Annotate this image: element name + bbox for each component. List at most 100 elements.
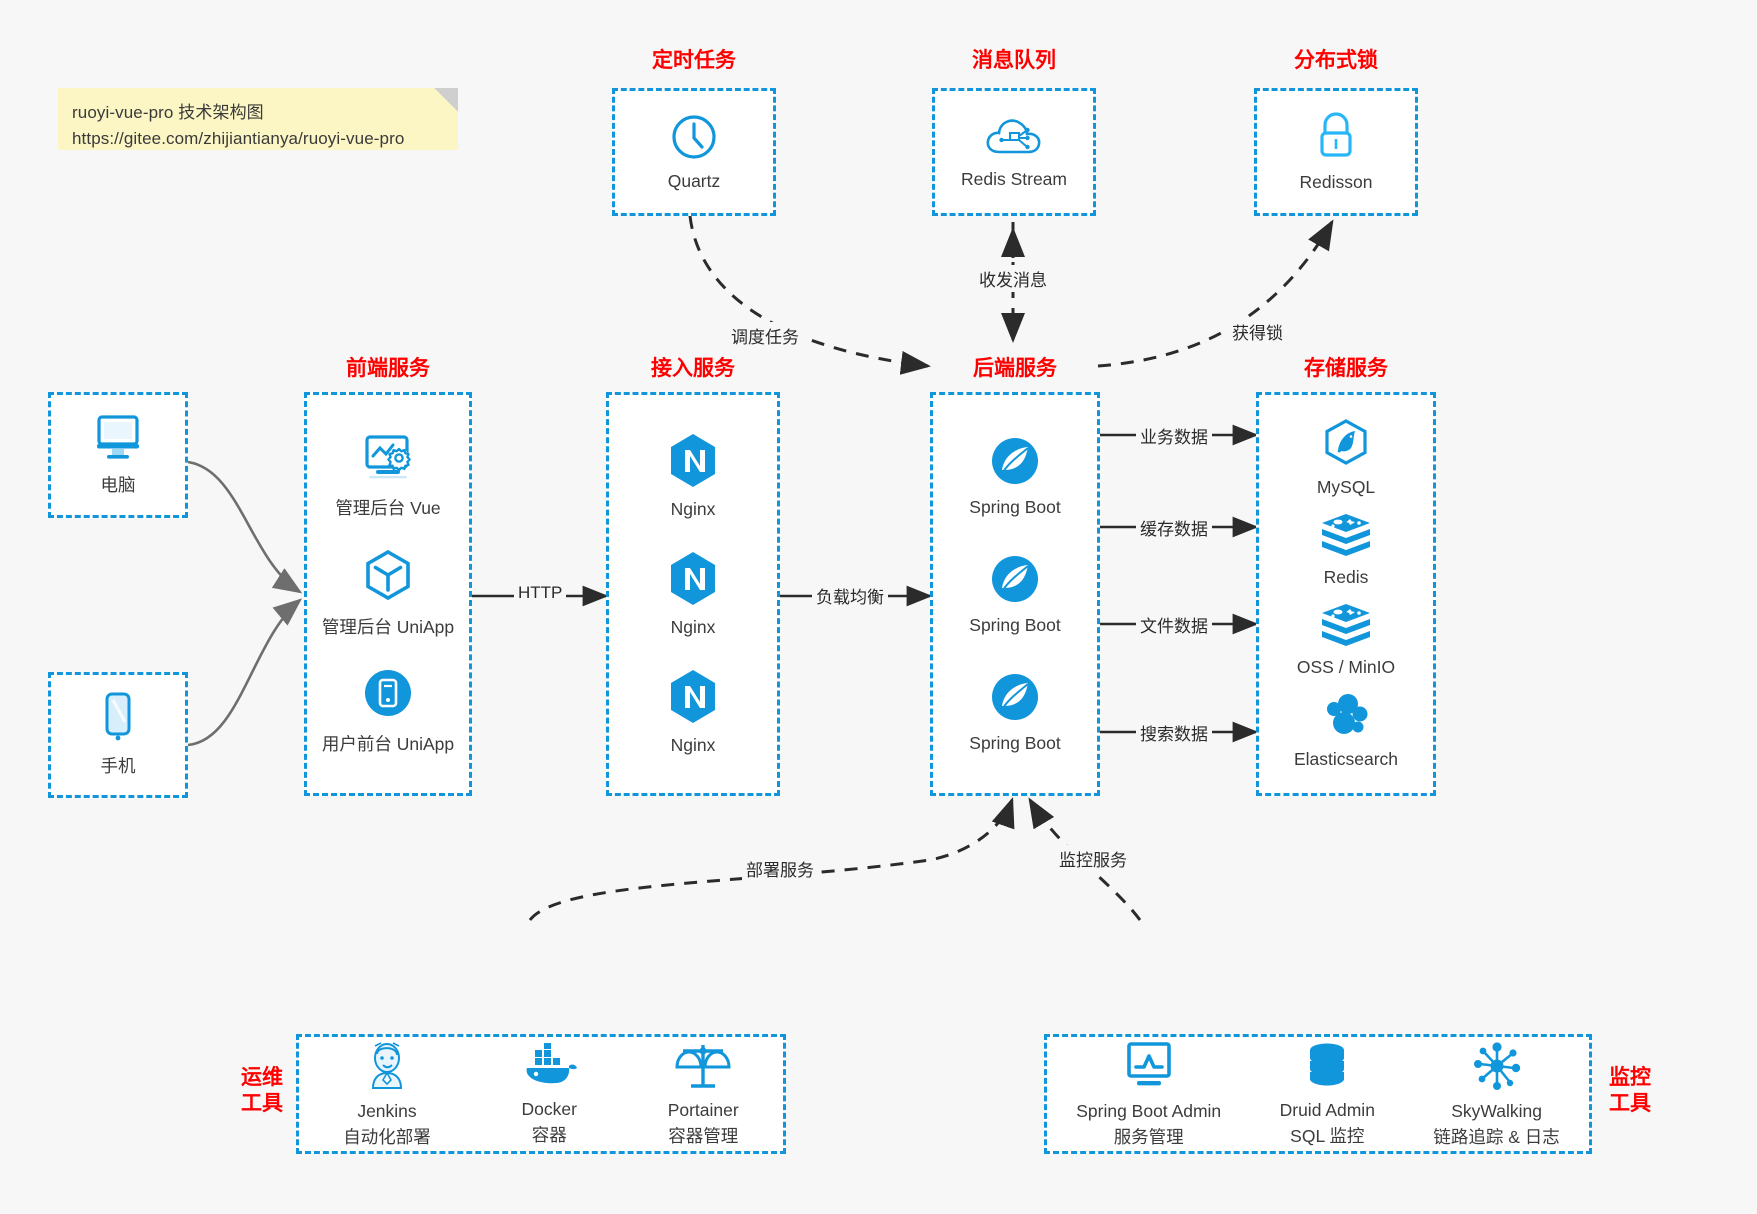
spring-leaf-icon [991, 556, 1038, 602]
desktop-monitor-icon [97, 415, 139, 459]
database-cylinder-icon [1310, 1043, 1345, 1085]
spring-leaf-icon [991, 674, 1038, 720]
node-oss-minio[interactable]: OSS / MinIO [1297, 602, 1395, 678]
node-pc[interactable]: 电脑 [91, 413, 145, 497]
node-jenkins-sub: 自动化部署 [343, 1126, 431, 1147]
nginx-hexagon-icon [671, 552, 715, 605]
device-pc-box[interactable]: 电脑 [48, 392, 188, 518]
node-druid-admin-sub: SQL 监控 [1290, 1125, 1365, 1146]
node-user-uniapp[interactable]: 用户前台 UniApp [322, 668, 454, 756]
hexagon-cube-icon [366, 549, 410, 601]
node-phone-label: 手机 [100, 756, 136, 776]
node-elasticsearch-label: Elasticsearch [1293, 749, 1399, 769]
node-nginx-2[interactable]: Nginx [666, 550, 720, 638]
node-redis[interactable]: Redis [1319, 512, 1373, 588]
node-druid-admin-label: Druid Admin [1279, 1099, 1375, 1120]
node-jenkins-label: Jenkins [357, 1100, 417, 1121]
edge-label-load-balance: 负载均衡 [812, 582, 888, 609]
node-docker-label: Docker [521, 1098, 577, 1119]
node-spring-boot-admin-label: Spring Boot Admin [1076, 1100, 1222, 1121]
group-devops-box[interactable]: Jenkins 自动化部署 Docker 容器 [296, 1034, 786, 1154]
group-label-monitor-line1: 监控 [1609, 1066, 1651, 1089]
node-nginx-3-label: Nginx [670, 735, 716, 755]
clock-icon [672, 115, 716, 159]
node-user-uniapp-label: 用户前台 UniApp [321, 734, 455, 755]
edge-label-business-data: 业务数据 [1136, 422, 1212, 449]
group-gateway-box[interactable]: Nginx Nginx Nginx [606, 392, 780, 796]
node-jenkins[interactable]: Jenkins 自动化部署 [343, 1040, 431, 1149]
group-storage-box[interactable]: MySQL Redis [1256, 392, 1436, 796]
node-skywalking[interactable]: SkyWalking 链路追踪 & 日志 [1433, 1040, 1560, 1149]
note-fold-corner [434, 88, 458, 112]
group-mq-box[interactable]: Redis Stream [932, 88, 1096, 216]
device-phone-box[interactable]: 手机 [48, 672, 188, 798]
docker-whale-icon [526, 1042, 578, 1083]
node-mysql-label: MySQL [1316, 477, 1376, 497]
node-quartz-label: Quartz [667, 171, 721, 191]
group-backend-box[interactable]: Spring Boot Spring Boot Spring Boot [930, 392, 1100, 796]
node-quartz[interactable]: Quartz [667, 112, 721, 192]
node-portainer-sub: 容器管理 [668, 1125, 739, 1146]
node-redis-stream-label: Redis Stream [960, 169, 1067, 189]
group-label-devops-line1: 运维 [241, 1066, 283, 1089]
group-frontend-box[interactable]: 管理后台 Vue 管理后台 UniApp 用户前台 UniApp [304, 392, 472, 796]
mobile-circle-icon [364, 670, 411, 717]
node-portainer-label: Portainer [667, 1099, 739, 1120]
edge-label-send-receive-message: 收发消息 [975, 265, 1051, 292]
spring-leaf-icon [991, 438, 1038, 484]
group-label-devops: 运维 工具 [232, 1065, 292, 1118]
edge-label-monitor-service: 监控服务 [1055, 845, 1131, 872]
jenkins-butler-icon [371, 1041, 402, 1089]
node-druid-admin[interactable]: Druid Admin SQL 监控 [1280, 1041, 1375, 1148]
group-label-monitor-line2: 工具 [1609, 1092, 1651, 1116]
node-admin-uniapp-label: 管理后台 UniApp [321, 616, 455, 637]
elasticsearch-cluster-icon [1326, 694, 1368, 734]
node-nginx-3[interactable]: Nginx [666, 668, 720, 756]
node-mysql[interactable]: MySQL [1317, 418, 1375, 498]
monitor-chart-icon [1126, 1041, 1171, 1085]
nginx-hexagon-icon [671, 434, 715, 487]
group-monitor-box[interactable]: Spring Boot Admin 服务管理 Druid Admin SQL 监… [1044, 1034, 1592, 1154]
node-springboot-3[interactable]: Spring Boot [969, 670, 1061, 754]
node-skywalking-label: SkyWalking [1451, 1100, 1542, 1121]
node-nginx-2-label: Nginx [670, 617, 716, 637]
node-springboot-2-label: Spring Boot [969, 615, 1061, 635]
node-phone[interactable]: 手机 [99, 692, 137, 778]
node-elasticsearch[interactable]: Elasticsearch [1294, 692, 1398, 770]
node-admin-vue-label: 管理后台 Vue [335, 497, 441, 518]
group-label-backend: 后端服务 [973, 357, 1057, 380]
mysql-dolphin-icon [1325, 419, 1367, 465]
node-nginx-1[interactable]: Nginx [666, 432, 720, 520]
edge-label-http: HTTP [514, 582, 567, 604]
edge-label-deploy-service: 部署服务 [742, 855, 818, 882]
node-docker-sub: 容器 [531, 1124, 567, 1145]
node-admin-vue[interactable]: 管理后台 Vue [335, 432, 441, 520]
node-pc-label: 电脑 [100, 475, 136, 495]
cloud-network-icon [986, 119, 1041, 154]
smartphone-icon [105, 692, 131, 741]
node-redis-stream[interactable]: Redis Stream [961, 114, 1067, 190]
edge-label-acquire-lock: 获得锁 [1228, 318, 1287, 345]
scales-balance-icon [675, 1044, 731, 1088]
group-label-lock: 分布式锁 [1294, 49, 1378, 72]
node-spring-boot-admin-sub: 服务管理 [1113, 1126, 1184, 1147]
node-redisson[interactable]: Redisson [1299, 111, 1373, 193]
node-springboot-1-label: Spring Boot [969, 497, 1061, 517]
node-admin-uniapp[interactable]: 管理后台 UniApp [322, 549, 454, 639]
group-label-devops-line2: 工具 [241, 1092, 283, 1116]
node-springboot-1[interactable]: Spring Boot [969, 434, 1061, 518]
node-portainer[interactable]: Portainer 容器管理 [668, 1041, 739, 1148]
group-label-storage: 存储服务 [1304, 357, 1388, 380]
node-redisson-label: Redisson [1299, 172, 1373, 192]
node-docker[interactable]: Docker 容器 [519, 1042, 579, 1147]
node-redis-label: Redis [1323, 567, 1369, 587]
note-title: ruoyi-vue-pro 技术架构图 [72, 103, 264, 122]
group-scheduler-box[interactable]: Quartz [612, 88, 776, 216]
redis-stack-icon [1322, 514, 1370, 556]
node-spring-boot-admin[interactable]: Spring Boot Admin 服务管理 [1076, 1040, 1221, 1149]
node-springboot-2[interactable]: Spring Boot [969, 552, 1061, 636]
edge-label-file-data: 文件数据 [1136, 611, 1212, 638]
group-lock-box[interactable]: Redisson [1254, 88, 1418, 216]
edge-label-search-data: 搜索数据 [1136, 719, 1212, 746]
group-label-frontend: 前端服务 [346, 357, 430, 380]
